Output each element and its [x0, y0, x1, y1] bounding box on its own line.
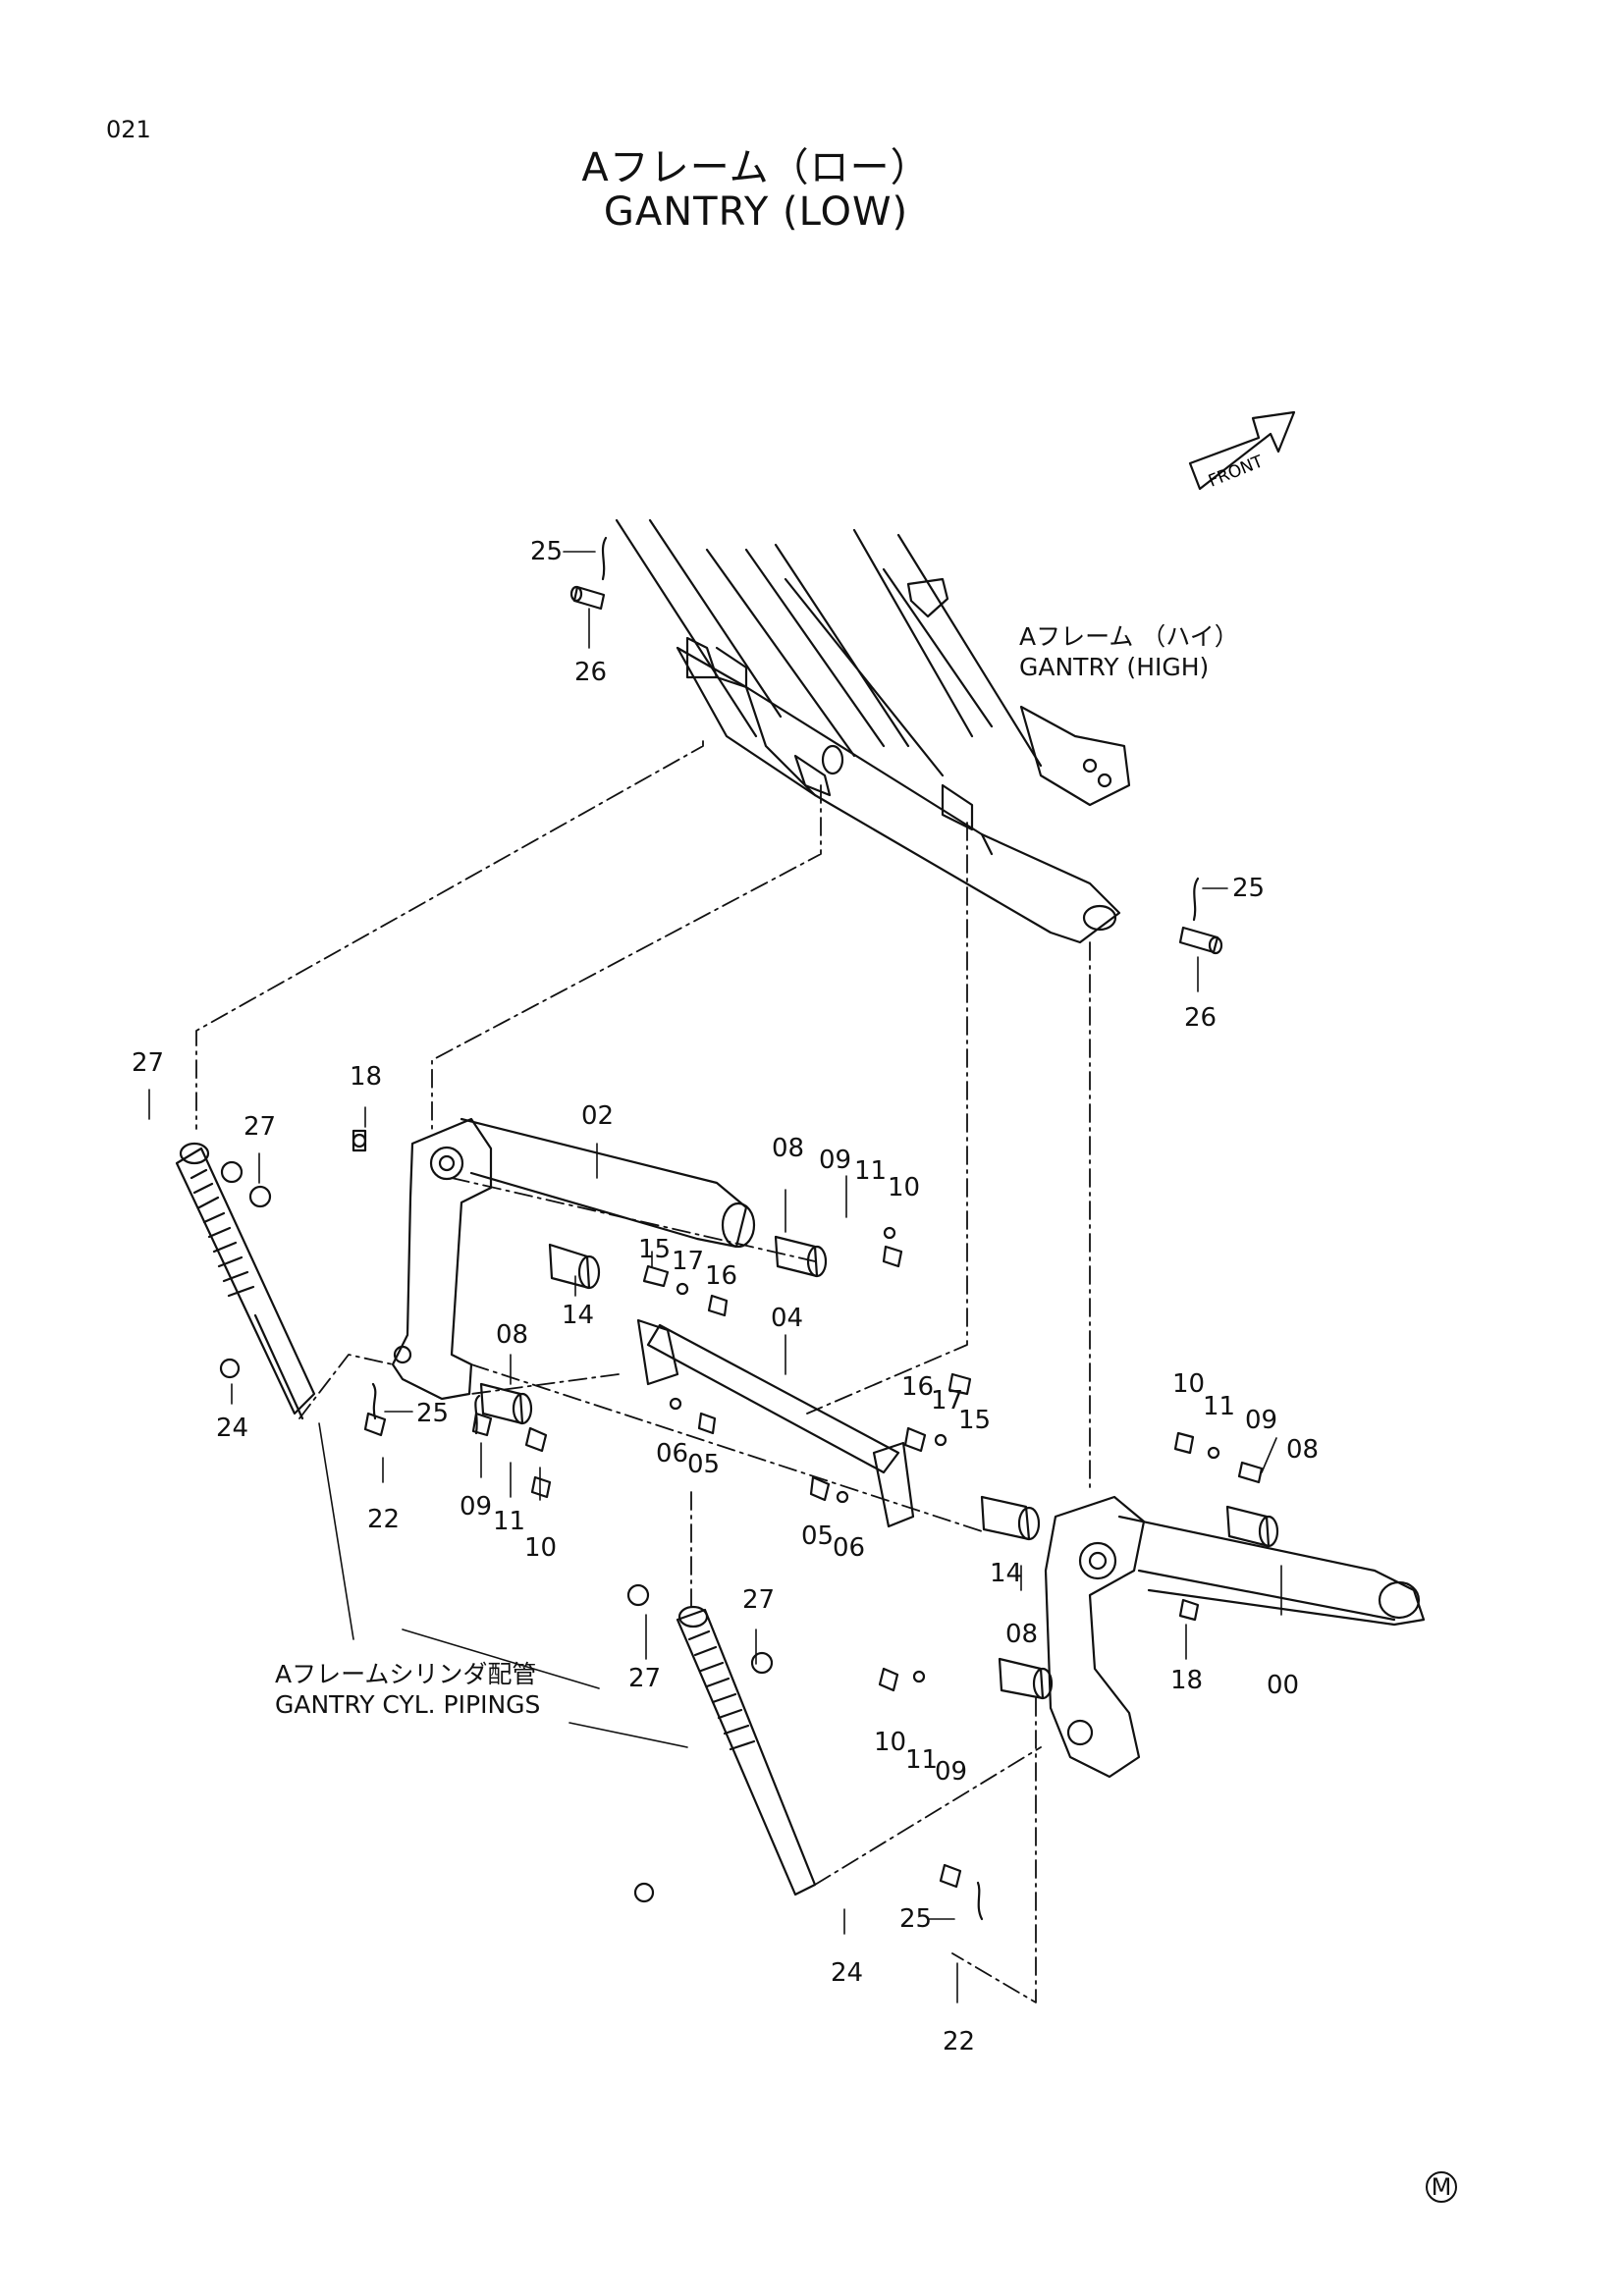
callout-label: 05: [801, 1522, 835, 1551]
callout-label: 06: [656, 1439, 689, 1468]
right-frame-arm: [1044, 1495, 1426, 1779]
front-label: FRONT: [1206, 452, 1267, 492]
callout-label: 25: [1232, 874, 1266, 903]
corner-mark-icon: M: [1426, 2171, 1457, 2203]
callout-label: 22: [943, 2027, 976, 2056]
upper-right-pin: [1178, 877, 1223, 955]
callout-label: 14: [562, 1301, 595, 1330]
front-arrow-icon: [1188, 410, 1296, 491]
callout-label: 04: [771, 1304, 804, 1333]
callout-label: 10: [1172, 1369, 1206, 1399]
callout-label: 25: [416, 1399, 450, 1428]
left-frame-plate: [391, 1117, 756, 1401]
callout-label: 22: [367, 1505, 401, 1534]
callout-leaders: [148, 551, 1282, 2003]
callout-label: 27: [244, 1112, 277, 1142]
small-hardware: [219, 1129, 1264, 1921]
callout-label: 18: [1170, 1666, 1204, 1695]
callout-label: 09: [1245, 1406, 1278, 1435]
callout-label: 15: [958, 1406, 992, 1435]
upper-left-pin: [569, 536, 608, 611]
note-high-jp: Aフレーム （ハイ）: [1019, 622, 1239, 651]
callout-label: 26: [574, 658, 608, 687]
callout-label: 18: [350, 1062, 383, 1092]
callout-label: 11: [493, 1507, 526, 1536]
callout-label: 10: [524, 1533, 558, 1563]
callout-label: 27: [132, 1048, 165, 1078]
callout-label: 11: [854, 1156, 888, 1186]
note-high-en: GANTRY (HIGH): [1019, 653, 1210, 681]
callout-label: 08: [772, 1134, 805, 1163]
title-english: GANTRY (LOW): [603, 189, 909, 235]
callout-label: 11: [905, 1745, 939, 1775]
callout-label: 14: [990, 1559, 1023, 1588]
callout-label: 06: [833, 1533, 866, 1563]
callout-label: 09: [935, 1757, 968, 1787]
cross-tube: [636, 1318, 915, 1528]
callout-label: 17: [672, 1247, 705, 1276]
callout-label: 08: [496, 1320, 529, 1350]
callout-label: 26: [1184, 1003, 1218, 1033]
callout-label: 15: [638, 1235, 672, 1264]
callout-label: 24: [216, 1414, 249, 1443]
callout-label: 27: [742, 1585, 776, 1615]
callout-label: 24: [831, 1958, 864, 1988]
note-pipings-en: GANTRY CYL. PIPINGS: [275, 1690, 541, 1719]
callout-label: 25: [530, 537, 564, 566]
bushings-pins: [479, 1235, 1279, 1700]
callout-label: 10: [888, 1173, 921, 1202]
callout-label: 09: [460, 1492, 493, 1522]
callout-label: 09: [819, 1146, 852, 1175]
callout-label: 08: [1005, 1620, 1039, 1649]
callout-label: 27: [628, 1664, 662, 1693]
callout-label: 16: [705, 1261, 738, 1291]
callout-label: 08: [1286, 1435, 1320, 1465]
callout-label: 16: [901, 1372, 935, 1402]
right-gantry-cylinder: [676, 1605, 817, 1896]
note-pipings-jp: Aフレームシリンダ配管: [275, 1660, 537, 1688]
callout-label: 11: [1203, 1392, 1236, 1421]
callout-label: 10: [874, 1728, 907, 1757]
alignment-lines: [195, 740, 1091, 2003]
callout-label: 25: [899, 1904, 933, 1934]
callout-label: 05: [687, 1450, 721, 1479]
callout-label: 00: [1267, 1671, 1300, 1700]
title-japanese: Aフレーム（ロー）: [581, 145, 931, 190]
page-number: 021: [106, 116, 151, 143]
high-gantry-frame: [615, 518, 1131, 944]
callout-label: 17: [931, 1386, 964, 1415]
left-gantry-cylinder: [175, 1142, 316, 1420]
callout-label: 02: [581, 1101, 615, 1131]
